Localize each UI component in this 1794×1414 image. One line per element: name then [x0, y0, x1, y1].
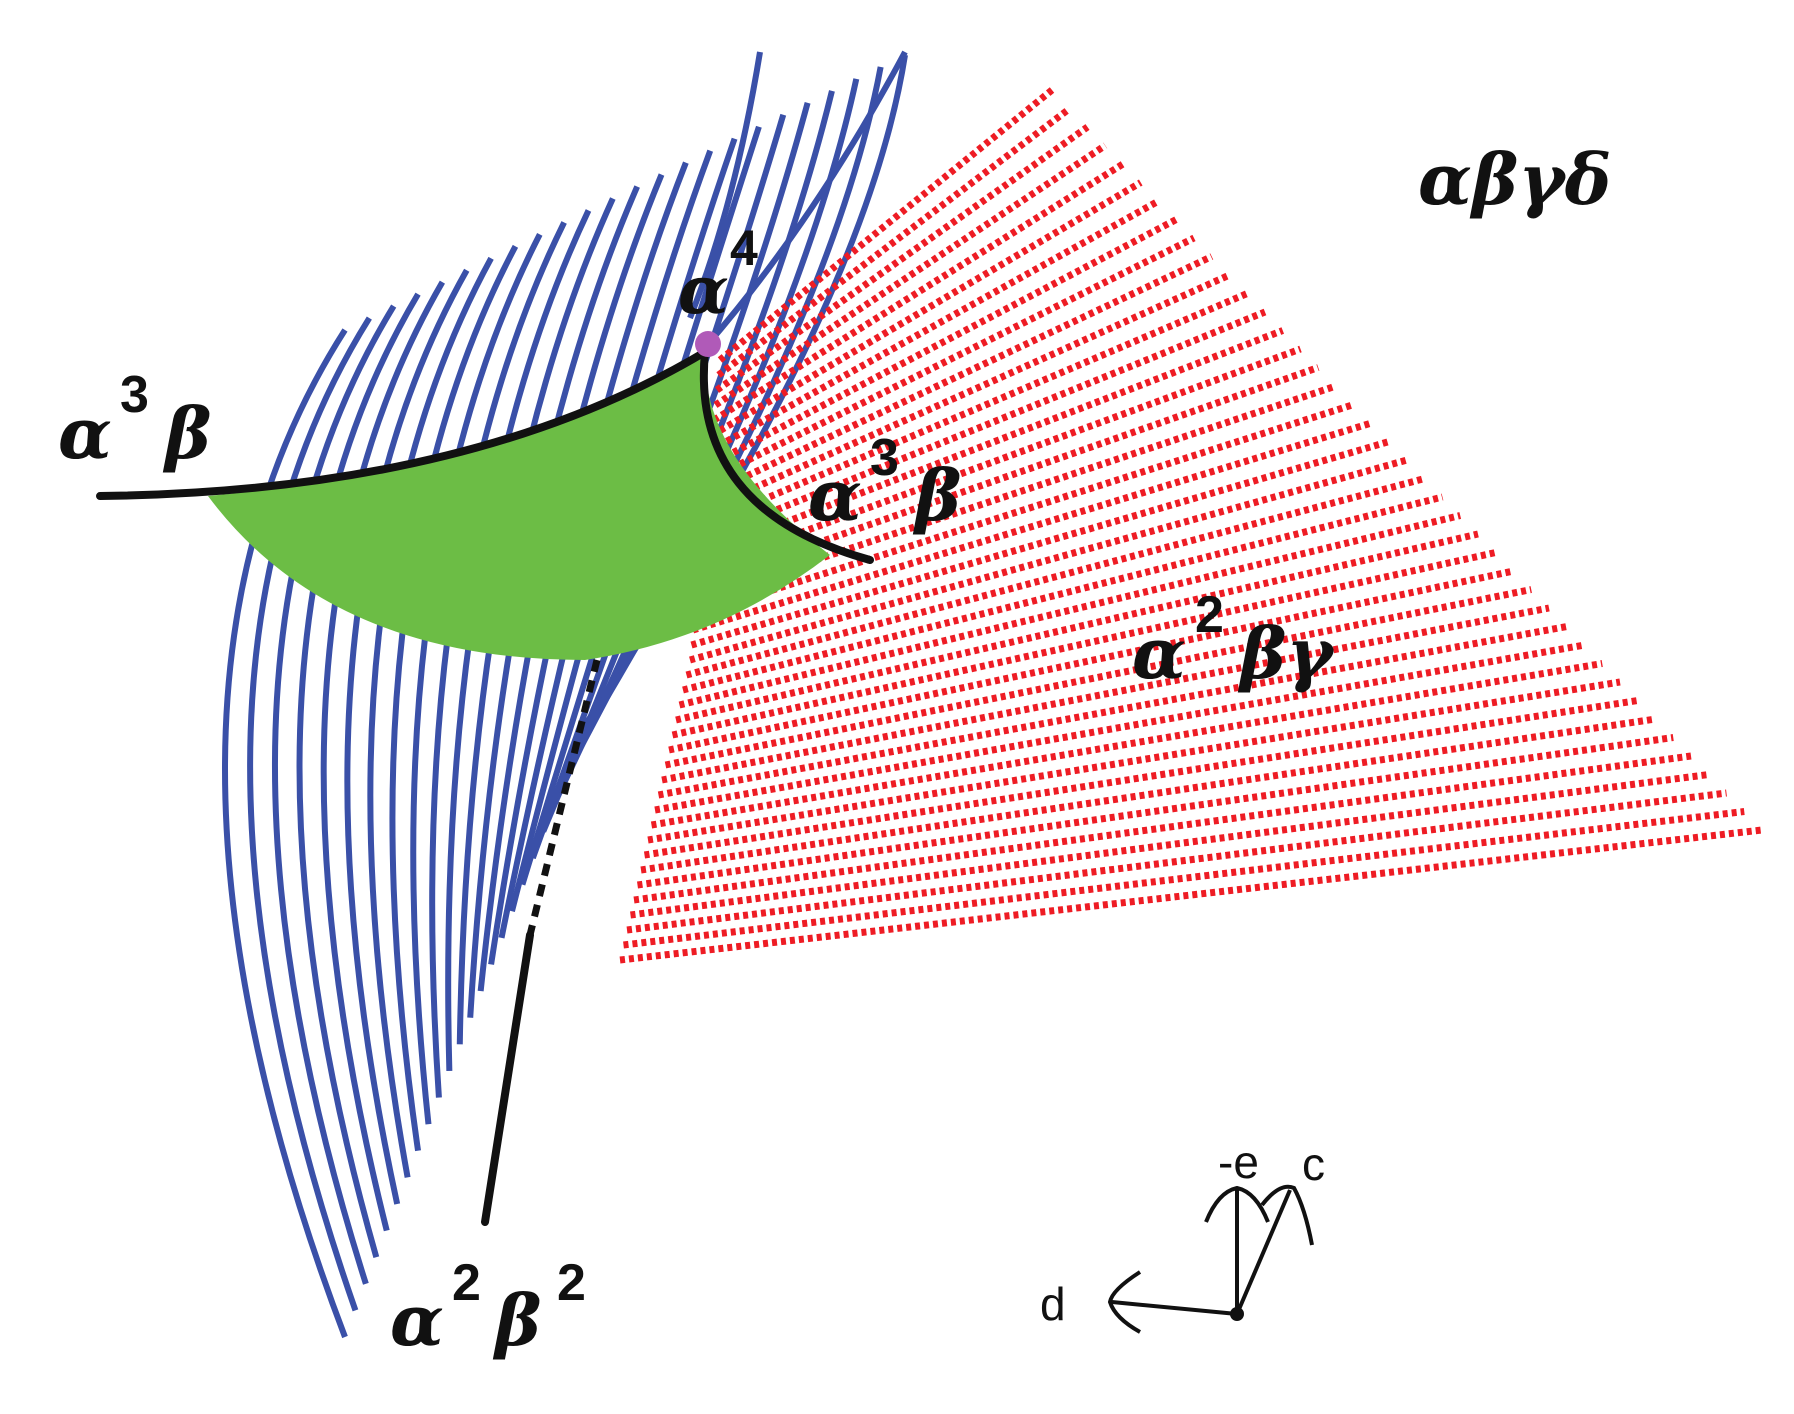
red-hatch-line: [682, 493, 1444, 694]
label-alpha3beta-right-base: α: [808, 454, 862, 537]
axes-triad: [1107, 1184, 1314, 1334]
red-hatch-line: [714, 124, 1090, 393]
red-hatch-line: [623, 808, 1745, 949]
label-alpha3beta-right-exp: 3: [870, 429, 899, 487]
axes-origin-dot: [1230, 1307, 1244, 1321]
blue-hatch-line: [247, 316, 372, 1312]
red-hatch-line: [707, 216, 1178, 469]
red-hatch-line: [689, 456, 1408, 664]
red-hatch-line: [633, 752, 1692, 904]
red-hatch-line: [716, 105, 1072, 378]
cusp-point: [695, 331, 721, 357]
blue-hatch-line: [367, 256, 494, 1178]
right-alpha3beta-curve: [699, 348, 874, 564]
label-alpha-beta-gamma-delta: αβγδ: [1418, 138, 1611, 221]
red-hatch-line: [697, 345, 1302, 574]
label-alpha3beta-right-tail: β: [912, 454, 961, 537]
red-hatch-line: [626, 789, 1727, 934]
label-alpha4-base: α: [678, 251, 729, 329]
blue-hatch-line: [296, 292, 421, 1258]
red-hatch-line: [685, 475, 1426, 679]
red-hatch-line: [637, 734, 1674, 889]
axis-c-arc-icon: [1260, 1184, 1314, 1246]
red-hatch-line: [700, 308, 1267, 544]
blue-hatch-line: [272, 304, 397, 1285]
blue-hatch-line: [561, 78, 860, 780]
red-hatch-line: [657, 623, 1568, 799]
red-hatch-line: [654, 641, 1586, 814]
label-alpha2beta2-exp2: 2: [557, 1254, 586, 1312]
label-alpha2betagamma-base: α: [1132, 612, 1186, 695]
label-alpha2beta2-base2: β: [492, 1279, 541, 1362]
red-hatch-line: [630, 771, 1710, 919]
label-alpha3beta-left-exp: 3: [120, 366, 149, 424]
label-alpha2beta2-exp1: 2: [452, 1254, 481, 1312]
blue-boundary-line: [687, 51, 763, 320]
red-hatch-line: [643, 697, 1639, 859]
red-hatch-line: [691, 419, 1373, 634]
left-alpha3beta-curve: [96, 348, 709, 500]
blue-hatching-region: [222, 50, 908, 1339]
label-alpha4-exp: 4: [730, 220, 758, 276]
red-hatch-line: [709, 197, 1161, 454]
red-hatch-line: [650, 660, 1603, 829]
axis-e-label: -e: [1218, 1136, 1259, 1188]
axis-d-arc-icon: [1107, 1270, 1142, 1334]
red-hatch-line: [619, 826, 1763, 964]
axis-c-label: c: [1302, 1138, 1325, 1190]
red-dotted-hatching-region: [619, 87, 1763, 964]
axis-c-line: [1235, 1189, 1292, 1315]
red-hatch-line: [661, 604, 1550, 784]
red-hatch-line: [705, 253, 1214, 499]
red-hatch-line: [710, 179, 1143, 439]
axis-e-arc-icon: [1204, 1185, 1270, 1223]
axis-d-line: [1111, 1300, 1238, 1316]
alpha2beta2-line: [481, 931, 534, 1226]
blue-hatch-line: [344, 268, 470, 1205]
red-hatch-line: [647, 678, 1621, 844]
blue-hatch-line: [389, 244, 519, 1152]
red-hatch-line: [713, 142, 1108, 408]
alpha2beta2-line-dashed: [526, 659, 601, 936]
red-hatch-line: [671, 549, 1497, 739]
blue-hatch-line: [222, 328, 348, 1339]
label-alpha2beta2-base1: α: [390, 1279, 444, 1362]
red-hatch-line: [706, 234, 1196, 484]
red-hatch-line: [690, 438, 1391, 649]
label-alpha3beta-left-base: α: [58, 392, 112, 475]
blue-hatch-line: [550, 90, 835, 807]
red-hatch-line: [675, 530, 1479, 724]
red-hatch-line: [693, 401, 1355, 619]
label-alpha3beta-left-tail: β: [162, 392, 211, 475]
label-alpha2betagamma-exp: 2: [1195, 586, 1224, 644]
label-alpha2betagamma-tail: βγ: [1237, 612, 1335, 695]
green-region: [208, 352, 830, 660]
blue-boundary-line: [705, 50, 908, 346]
red-hatch-line: [678, 512, 1462, 709]
blue-hatch-line: [320, 280, 445, 1232]
red-hatch-line: [703, 271, 1231, 514]
red-hatch-line: [664, 586, 1532, 769]
axis-d-label: d: [1040, 1278, 1066, 1330]
